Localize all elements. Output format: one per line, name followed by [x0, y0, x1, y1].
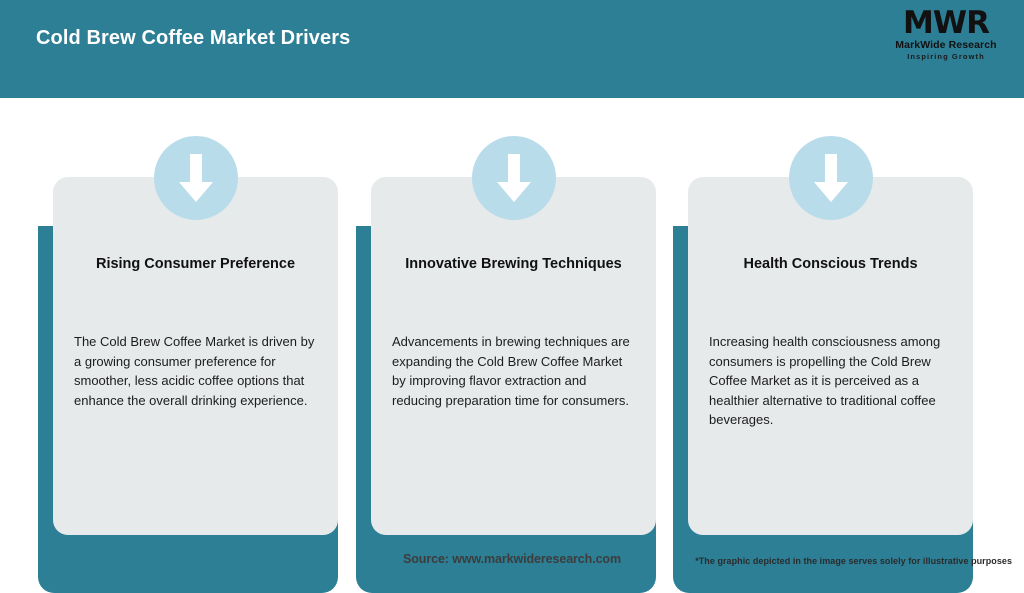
- logo-company-name: MarkWide Research: [895, 39, 997, 51]
- card-body-text: Increasing health consciousness among co…: [709, 334, 941, 427]
- page-title: Cold Brew Coffee Market Drivers: [36, 27, 351, 49]
- illustrative-disclaimer: *The graphic depicted in the image serve…: [695, 556, 1012, 566]
- card-panel: Health Conscious Trends Increasing healt…: [688, 136, 973, 535]
- card-body-text: The Cold Brew Coffee Market is driven by…: [74, 334, 315, 408]
- logo-tagline: Inspiring Growth: [907, 52, 985, 61]
- card-panel: Innovative Brewing Techniques Advancemen…: [371, 136, 656, 535]
- brand-logo: MWR MarkWide Research Inspiring Growth: [886, 8, 1006, 66]
- card-body-text: Advancements in brewing techniques are e…: [392, 334, 630, 408]
- arrow-down-icon: [788, 136, 873, 220]
- driver-card-3: Health Conscious Trends Increasing healt…: [673, 136, 973, 593]
- drivers-card-group: Rising Consumer Preference The Cold Brew…: [0, 98, 1024, 593]
- header-bar: Cold Brew Coffee Market Drivers MWR Mark…: [0, 0, 1024, 98]
- card-panel: Rising Consumer Preference The Cold Brew…: [53, 136, 338, 535]
- card-title: Rising Consumer Preference: [95, 256, 296, 272]
- arrow-down-icon: [153, 136, 238, 220]
- card-title: Health Conscious Trends: [743, 256, 918, 272]
- card-title: Innovative Brewing Techniques: [405, 256, 622, 272]
- source-attribution: Source: www.markwideresearch.com: [403, 552, 621, 566]
- arrow-down-icon: [471, 136, 556, 220]
- logo-monogram: MWR: [903, 5, 990, 41]
- driver-card-2: Innovative Brewing Techniques Advancemen…: [356, 136, 656, 593]
- driver-card-1: Rising Consumer Preference The Cold Brew…: [38, 136, 338, 593]
